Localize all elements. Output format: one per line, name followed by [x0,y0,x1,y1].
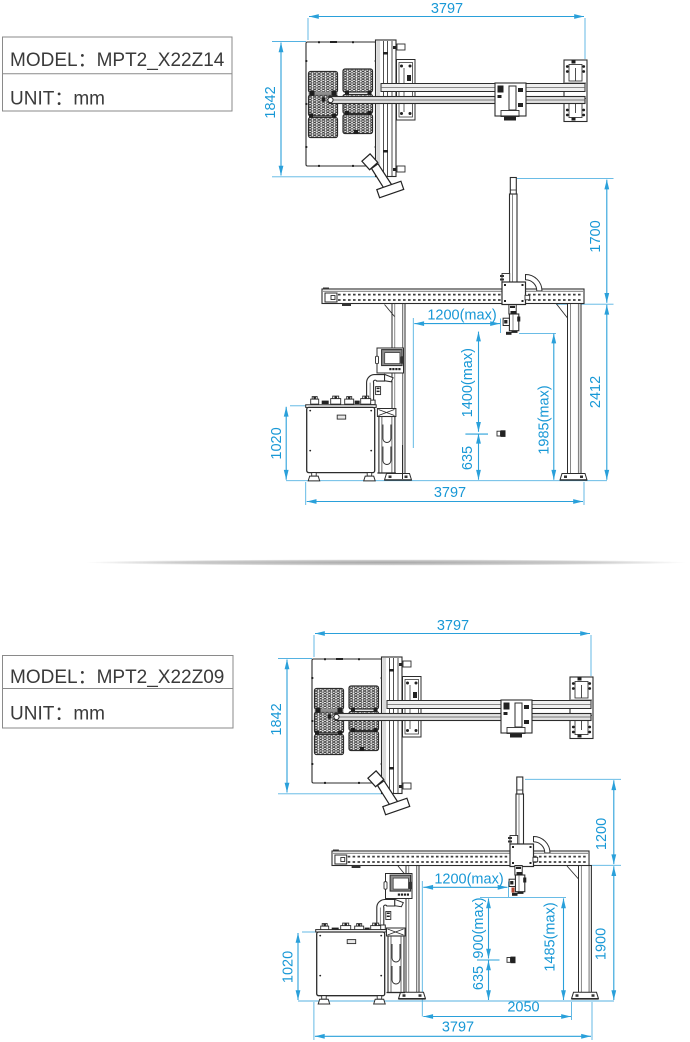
svg-text:1020: 1020 [281,951,297,983]
svg-text:MODEL：MPT2_X22Z14: MODEL：MPT2_X22Z14 [10,50,225,71]
svg-text:1900: 1900 [594,928,610,960]
svg-text:2050: 2050 [507,1000,539,1016]
svg-text:1842: 1842 [263,86,279,118]
svg-text:MODEL：MPT2_X22Z09: MODEL：MPT2_X22Z09 [10,667,224,688]
svg-text:3797: 3797 [434,485,466,501]
svg-text:1700: 1700 [588,220,604,252]
svg-text:1200: 1200 [594,818,610,850]
svg-text:1200(max): 1200(max) [427,308,496,324]
svg-text:635: 635 [471,966,487,990]
svg-text:1400(max): 1400(max) [460,348,476,417]
svg-text:2412: 2412 [588,376,604,408]
svg-text:635: 635 [460,446,476,470]
svg-text:3797: 3797 [442,1020,474,1036]
svg-text:1485(max): 1485(max) [543,902,559,971]
svg-text:UNIT：mm: UNIT：mm [10,704,105,725]
svg-text:1020: 1020 [269,427,285,459]
svg-text:900(max): 900(max) [471,897,487,958]
svg-text:1985(max): 1985(max) [537,385,553,454]
svg-text:3797: 3797 [431,1,463,17]
svg-text:UNIT：mm: UNIT：mm [10,89,105,110]
svg-text:1200(max): 1200(max) [434,872,503,888]
